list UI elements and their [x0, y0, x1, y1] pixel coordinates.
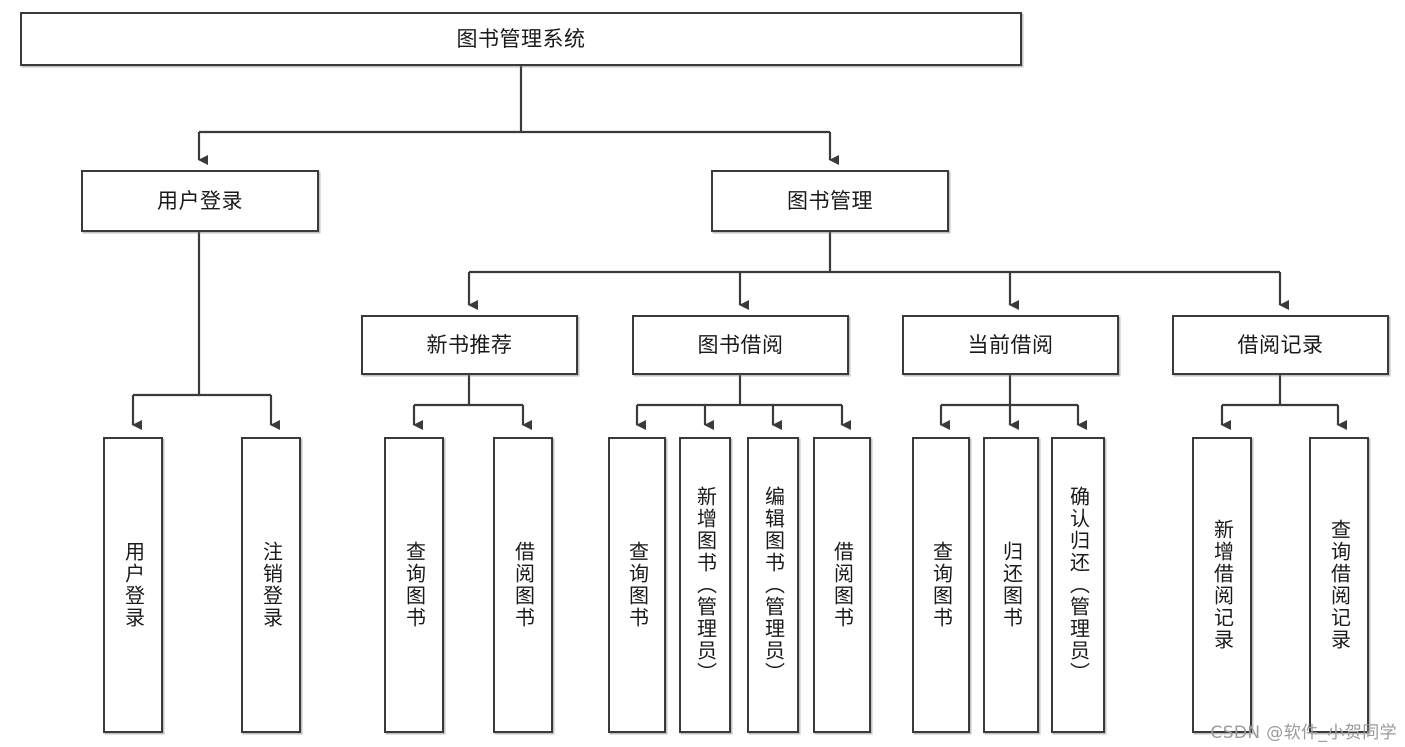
node-book-borrow[interactable]: 图书借阅 [632, 315, 849, 375]
node-new-book-recommend-label: 新书推荐 [426, 332, 513, 357]
leaf-confirm-return[interactable]: 确认归还（管理员） [1051, 437, 1105, 733]
leaf-user-login[interactable]: 用户登录 [103, 437, 163, 733]
leaf-borrow-book-1[interactable]: 借阅图书 [493, 437, 553, 733]
leaf-query-book-3[interactable]: 查询图书 [912, 437, 970, 733]
node-root[interactable]: 图书管理系统 [20, 12, 1022, 66]
leaf-query-book-1-label: 查询图书 [402, 541, 427, 629]
leaf-query-book-1[interactable]: 查询图书 [384, 437, 444, 733]
csdn-watermark: CSDN @软件_小贺同学 [1210, 723, 1397, 743]
leaf-add-record-label: 新增借阅记录 [1210, 519, 1235, 651]
node-user-login-label: 用户登录 [157, 188, 243, 213]
node-root-label: 图书管理系统 [456, 26, 586, 51]
leaf-edit-book-label: 编辑图书（管理员） [761, 486, 786, 684]
node-new-book-recommend[interactable]: 新书推荐 [361, 315, 578, 375]
leaf-user-login-label: 用户登录 [121, 541, 146, 629]
leaf-return-book[interactable]: 归还图书 [983, 437, 1039, 733]
leaf-edit-book[interactable]: 编辑图书（管理员） [747, 437, 799, 733]
leaf-confirm-return-label: 确认归还（管理员） [1066, 486, 1091, 684]
leaf-query-record[interactable]: 查询借阅记录 [1309, 437, 1369, 733]
leaf-query-record-label: 查询借阅记录 [1327, 519, 1352, 651]
leaf-query-book-2-label: 查询图书 [625, 541, 650, 629]
leaf-borrow-book-2-label: 借阅图书 [830, 541, 855, 629]
leaf-add-book[interactable]: 新增图书（管理员） [679, 437, 731, 733]
node-current-borrow-label: 当前借阅 [967, 332, 1054, 357]
node-borrow-record[interactable]: 借阅记录 [1172, 315, 1389, 375]
node-book-manage-label: 图书管理 [787, 188, 873, 213]
leaf-add-book-label: 新增图书（管理员） [693, 486, 718, 684]
leaf-query-book-3-label: 查询图书 [929, 541, 954, 629]
leaf-borrow-book-2[interactable]: 借阅图书 [813, 437, 871, 733]
leaf-user-logout[interactable]: 注销登录 [241, 437, 301, 733]
leaf-add-record[interactable]: 新增借阅记录 [1192, 437, 1252, 733]
leaf-borrow-book-1-label: 借阅图书 [511, 541, 536, 629]
leaf-return-book-label: 归还图书 [999, 541, 1024, 629]
node-book-borrow-label: 图书借阅 [697, 332, 784, 357]
leaf-user-logout-label: 注销登录 [259, 541, 284, 629]
node-current-borrow[interactable]: 当前借阅 [902, 315, 1119, 375]
node-book-manage[interactable]: 图书管理 [711, 170, 949, 232]
node-user-login[interactable]: 用户登录 [81, 170, 319, 232]
leaf-query-book-2[interactable]: 查询图书 [608, 437, 666, 733]
node-borrow-record-label: 借阅记录 [1237, 332, 1324, 357]
